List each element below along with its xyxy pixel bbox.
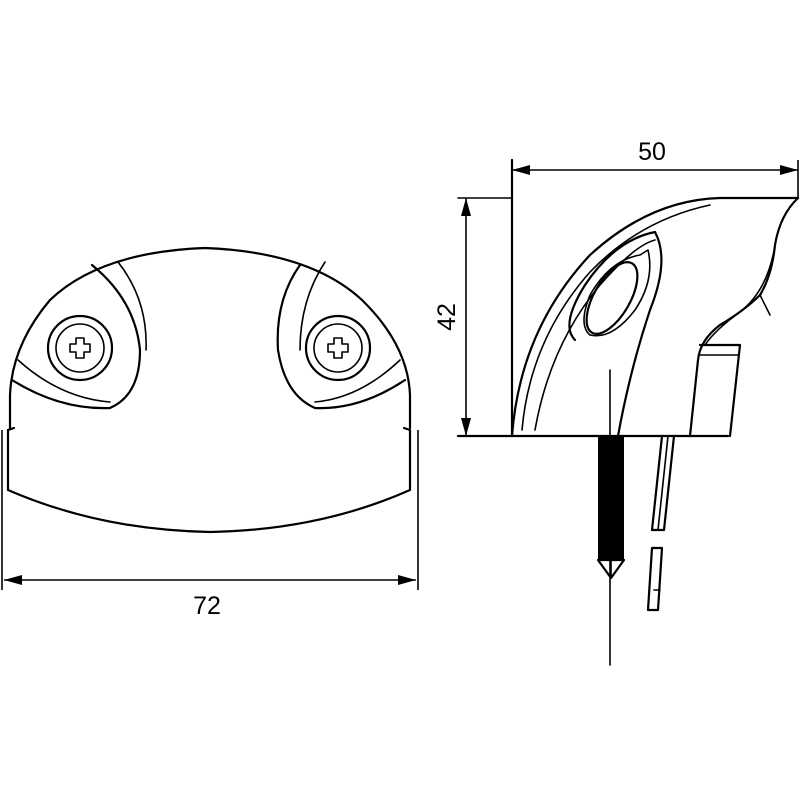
arrow-left-icon xyxy=(4,575,22,585)
side-view xyxy=(456,158,800,666)
front-view xyxy=(6,246,412,534)
side-bracket xyxy=(698,343,742,438)
dimension-width-front: 72 xyxy=(1,430,419,620)
right-recess-outer xyxy=(276,263,407,410)
dimension-width-side: 50 xyxy=(512,138,799,198)
right-recess-inner xyxy=(299,261,326,351)
front-base-corner-left xyxy=(6,426,16,432)
left-recess-outer xyxy=(10,263,142,410)
arrow-right-side-icon xyxy=(780,165,798,175)
lens-oval xyxy=(585,261,639,335)
side-housing-lip xyxy=(704,244,776,346)
threaded-stud xyxy=(598,436,624,560)
front-body-outline xyxy=(8,246,412,430)
arrow-right-icon xyxy=(398,575,416,585)
left-screw-inner xyxy=(55,323,105,373)
right-recess-inner-2 xyxy=(314,359,401,403)
side-housing-inner-1 xyxy=(521,204,711,431)
dimension-label-42: 42 xyxy=(433,303,461,331)
right-screw-cross-icon xyxy=(327,337,349,359)
left-screw-outer xyxy=(46,314,114,382)
left-recess-inner-2 xyxy=(17,359,111,403)
lens-slot-outer xyxy=(568,230,663,438)
dimension-height-side: 42 xyxy=(433,198,471,436)
arrow-down-icon xyxy=(461,418,471,436)
left-screw-cross-icon xyxy=(69,337,91,359)
dimension-label-50: 50 xyxy=(638,138,666,166)
left-recess-inner xyxy=(117,261,147,351)
side-housing-front xyxy=(688,196,800,438)
front-base-corner-right xyxy=(402,426,412,432)
side-housing-outer xyxy=(510,196,800,438)
cable-end xyxy=(646,546,664,612)
right-screw-inner xyxy=(313,323,363,373)
dimension-label-72: 72 xyxy=(193,592,221,620)
side-bracket-edge xyxy=(759,294,771,316)
right-screw-outer xyxy=(304,314,372,382)
front-base-outline xyxy=(6,428,412,534)
cable-center xyxy=(657,435,669,531)
arrow-up-icon xyxy=(461,198,471,216)
lens-slot-inner xyxy=(583,249,651,337)
arrow-left-side-icon xyxy=(512,165,530,175)
